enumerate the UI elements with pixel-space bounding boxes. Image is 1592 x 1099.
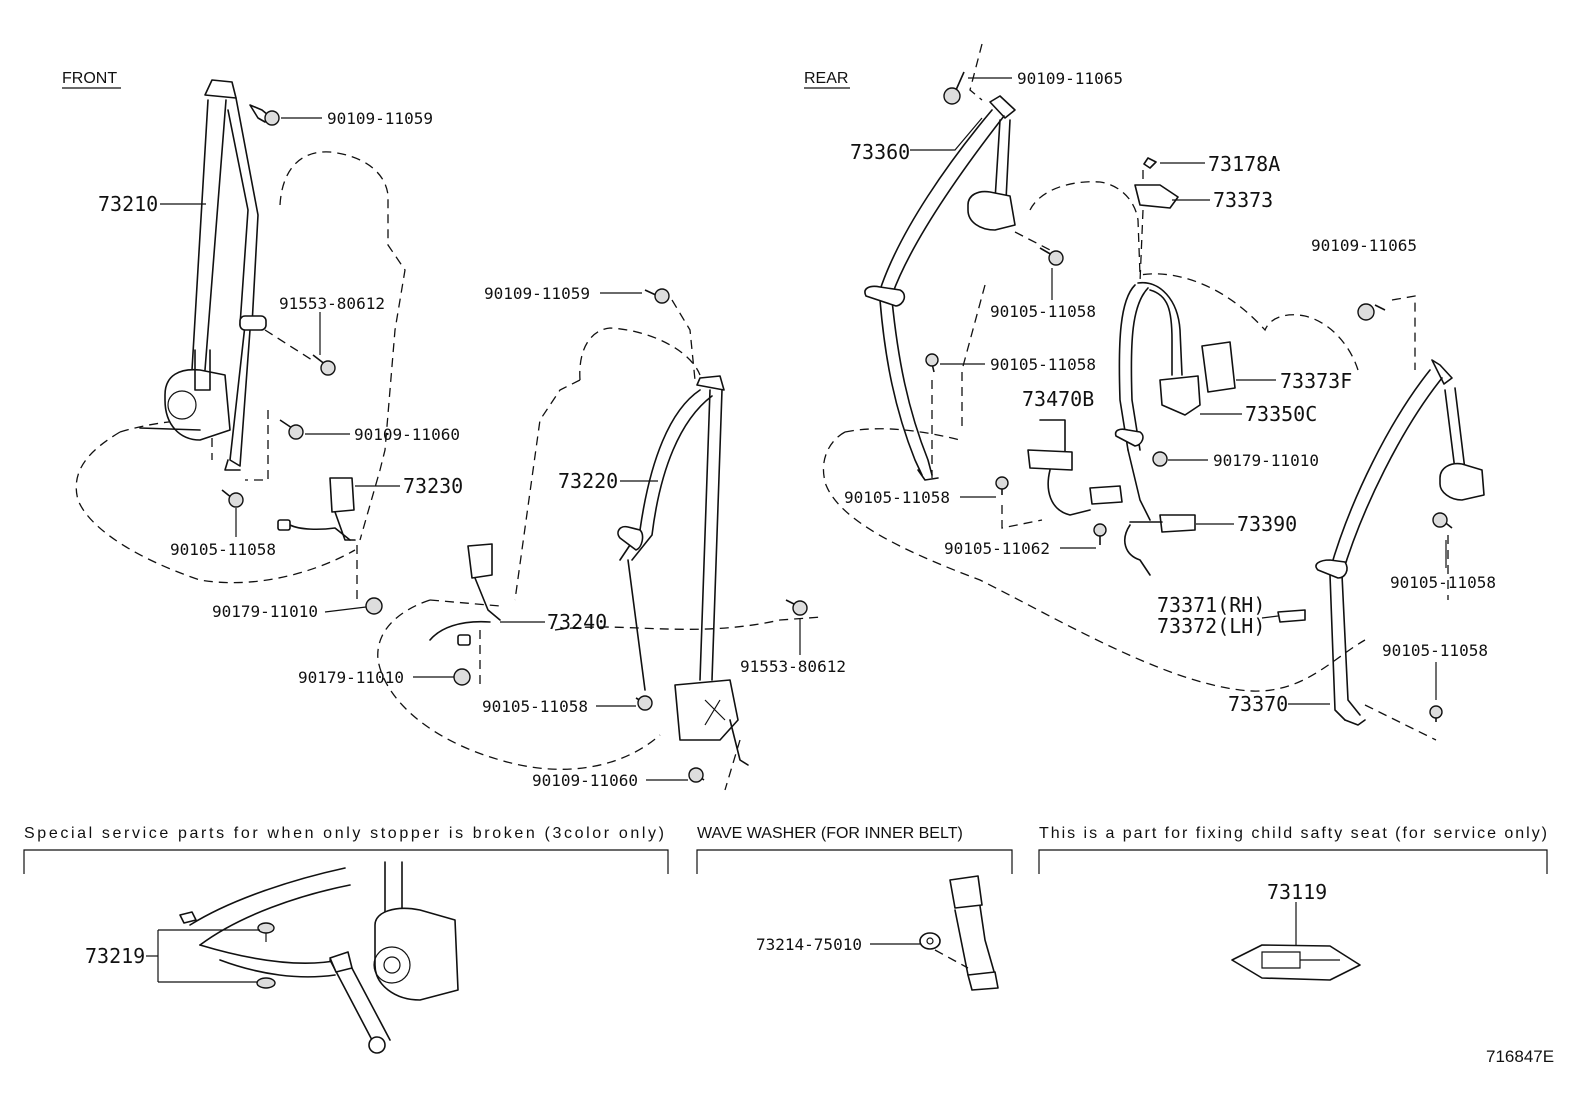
bolt-icon (635, 695, 653, 711)
label-73119: 73119 (1267, 880, 1327, 904)
connector-icon (1277, 609, 1306, 623)
bracket-icon (1134, 184, 1179, 209)
label-90105-11058: 90105-11058 (170, 540, 276, 559)
bolt-icon (249, 104, 280, 126)
label-73210: 73210 (98, 192, 158, 216)
wave-washer-icon (919, 932, 941, 950)
label-73371-rh: 73371(RH) (1157, 593, 1265, 617)
rear-center-buckle-73390 (1124, 514, 1196, 576)
front-left-buckle (277, 477, 356, 541)
child-seat-anchor-plate-icon (1231, 944, 1361, 981)
nut-icon (453, 668, 471, 686)
label-73214-75010: 73214-75010 (756, 935, 862, 954)
label-90105-11058-g: 90105-11058 (1382, 641, 1488, 660)
label-73372-lh: 73372(LH) (1157, 614, 1265, 638)
front-right-buckle (429, 543, 501, 646)
bolt-icon (1357, 303, 1386, 321)
bolt-icon (785, 599, 808, 616)
label-73220: 73220 (558, 469, 618, 493)
label-73373F: 73373F (1280, 369, 1352, 393)
front-left-belt-assembly (139, 79, 267, 471)
note-stopper-parts: Special service parts for when only stop… (24, 825, 664, 842)
label-73390: 73390 (1237, 512, 1297, 536)
label-90109-11060: 90109-11060 (354, 425, 460, 444)
nut-icon (1152, 451, 1168, 467)
label-73360: 73360 (850, 140, 910, 164)
label-90179-11010-b: 90179-11010 (298, 668, 404, 687)
section-title-rear: REAR (804, 70, 848, 87)
bolt-icon (995, 476, 1009, 495)
bolt-icon (312, 354, 336, 376)
label-73240: 73240 (547, 610, 607, 634)
label-73219: 73219 (85, 944, 145, 968)
bolt-icon (279, 419, 304, 440)
stopper-retractor-illustration (179, 861, 459, 1054)
label-73370: 73370 (1228, 692, 1288, 716)
bolt-icon (925, 353, 939, 373)
rear-right-belt-assembly (1315, 359, 1485, 726)
bolt-icon (943, 71, 965, 105)
bolt-icon (1429, 705, 1443, 722)
note-child-seat: This is a part for fixing child safty se… (1039, 825, 1547, 842)
front-driver-seat-outline (75, 151, 406, 584)
label-90105-11058-f: 90105-11058 (1390, 573, 1496, 592)
section-title-front: FRONT (62, 70, 117, 87)
label-73470B: 73470B (1022, 387, 1094, 411)
label-90105-11058-c: 90105-11058 (990, 302, 1096, 321)
label-91553-80612: 91553-80612 (279, 294, 385, 313)
label-90109-11065: 90109-11065 (1017, 69, 1123, 88)
label-90105-11058-b: 90105-11058 (482, 697, 588, 716)
rear-center-belt-assembly (1114, 282, 1236, 521)
rear-center-buckle-73470B (1027, 419, 1123, 516)
bolt-icon (1432, 512, 1453, 529)
label-73230: 73230 (403, 474, 463, 498)
bolt-icon (688, 767, 705, 783)
label-90179-11010: 90179-11010 (212, 602, 318, 621)
buckle-with-washer-illustration (934, 875, 999, 991)
bolt-icon (644, 288, 670, 304)
label-90105-11058-d: 90105-11058 (990, 355, 1096, 374)
label-73373: 73373 (1213, 188, 1273, 212)
bolt-icon (221, 489, 244, 508)
label-90105-11058-e: 90105-11058 (844, 488, 950, 507)
label-90105-11062: 90105-11062 (944, 539, 1050, 558)
label-73350C: 73350C (1245, 402, 1317, 426)
diagram-reference-code: 716847E (1486, 1047, 1554, 1066)
label-90109-11059-b: 90109-11059 (484, 284, 590, 303)
label-90109-11059: 90109-11059 (327, 109, 433, 128)
label-90179-11010-c: 90179-11010 (1213, 451, 1319, 470)
rear-left-belt-assembly (864, 95, 1016, 481)
stopper-icon (257, 922, 275, 942)
label-90109-11065-b: 90109-11065 (1311, 236, 1417, 255)
nut-icon (365, 597, 383, 615)
stopper-icon (256, 977, 276, 989)
label-91553-80612-b: 91553-80612 (740, 657, 846, 676)
front-passenger-seat-outline (377, 327, 823, 770)
bolt-icon (1039, 247, 1064, 266)
label-90109-11060-b: 90109-11060 (532, 771, 638, 790)
label-73178A: 73178A (1208, 152, 1280, 176)
bolt-icon (1093, 523, 1107, 545)
clip-icon (1143, 157, 1157, 169)
front-right-belt-assembly (617, 375, 749, 766)
note-wave-washer: WAVE WASHER (FOR INNER BELT) (697, 825, 963, 842)
rear-seat-outline (822, 181, 1366, 692)
